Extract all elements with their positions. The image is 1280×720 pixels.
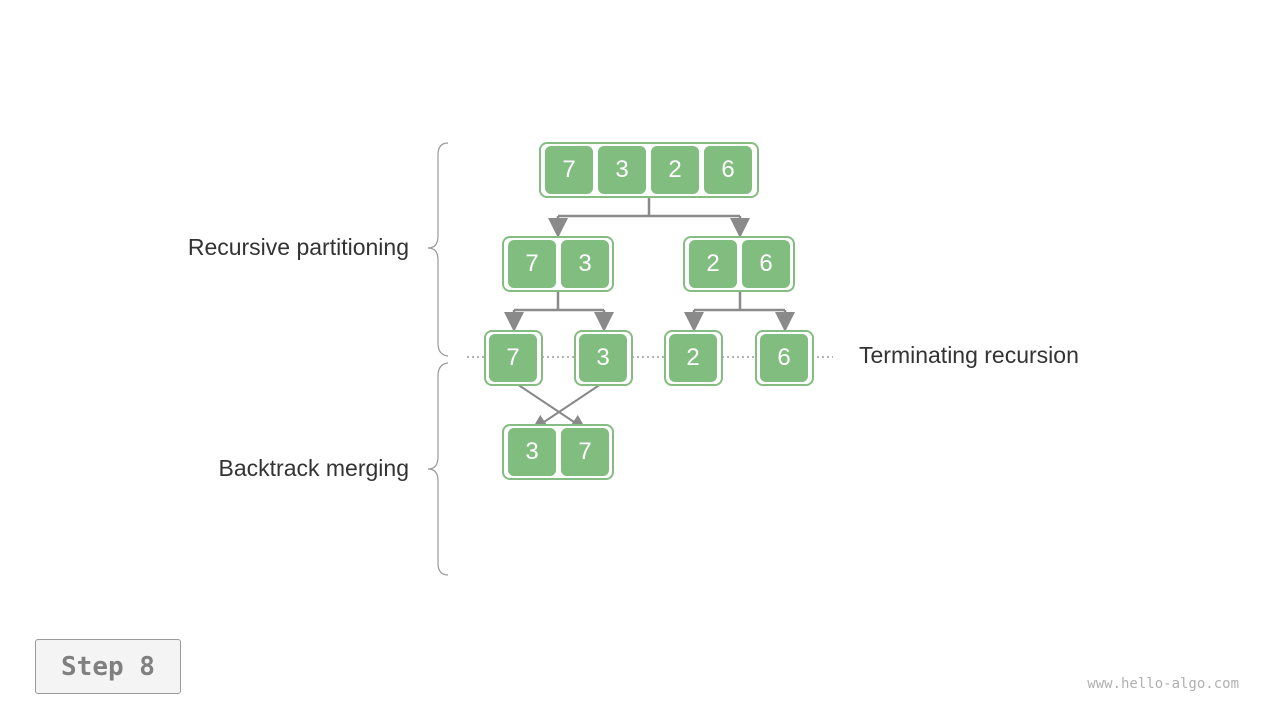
merge-connector (513, 381, 605, 431)
merge-brace (427, 362, 449, 576)
left-connector (504, 292, 614, 332)
array-cell: 3 (598, 146, 646, 194)
array-cell: 6 (742, 240, 790, 288)
array-cell: 2 (669, 334, 717, 382)
terminate-label: Terminating recursion (859, 342, 1079, 368)
array-cell: 7 (508, 240, 556, 288)
array-cell: 7 (545, 146, 593, 194)
array-cell: 7 (489, 334, 537, 382)
merge-label: Backtrack merging (218, 455, 409, 481)
left-subarray: 7 3 (502, 236, 614, 292)
leaf-array: 2 (664, 330, 723, 386)
partition-brace (427, 142, 449, 357)
right-connector (684, 292, 795, 332)
leaf-array: 6 (755, 330, 814, 386)
array-cell: 2 (651, 146, 699, 194)
leaf-array: 7 (484, 330, 543, 386)
watermark-text: www.hello-algo.com (1087, 676, 1239, 692)
root-array: 7 3 2 6 (539, 142, 759, 198)
array-cell: 6 (760, 334, 808, 382)
array-cell: 3 (579, 334, 627, 382)
array-cell: 3 (561, 240, 609, 288)
right-subarray: 2 6 (683, 236, 795, 292)
array-cell: 2 (689, 240, 737, 288)
array-cell: 7 (561, 428, 609, 476)
leaf-array: 3 (574, 330, 633, 386)
root-connector (548, 198, 750, 238)
step-indicator: Step 8 (35, 639, 181, 694)
array-cell: 3 (508, 428, 556, 476)
array-cell: 6 (704, 146, 752, 194)
partition-label: Recursive partitioning (187, 234, 409, 260)
merged-array: 3 7 (502, 424, 614, 480)
